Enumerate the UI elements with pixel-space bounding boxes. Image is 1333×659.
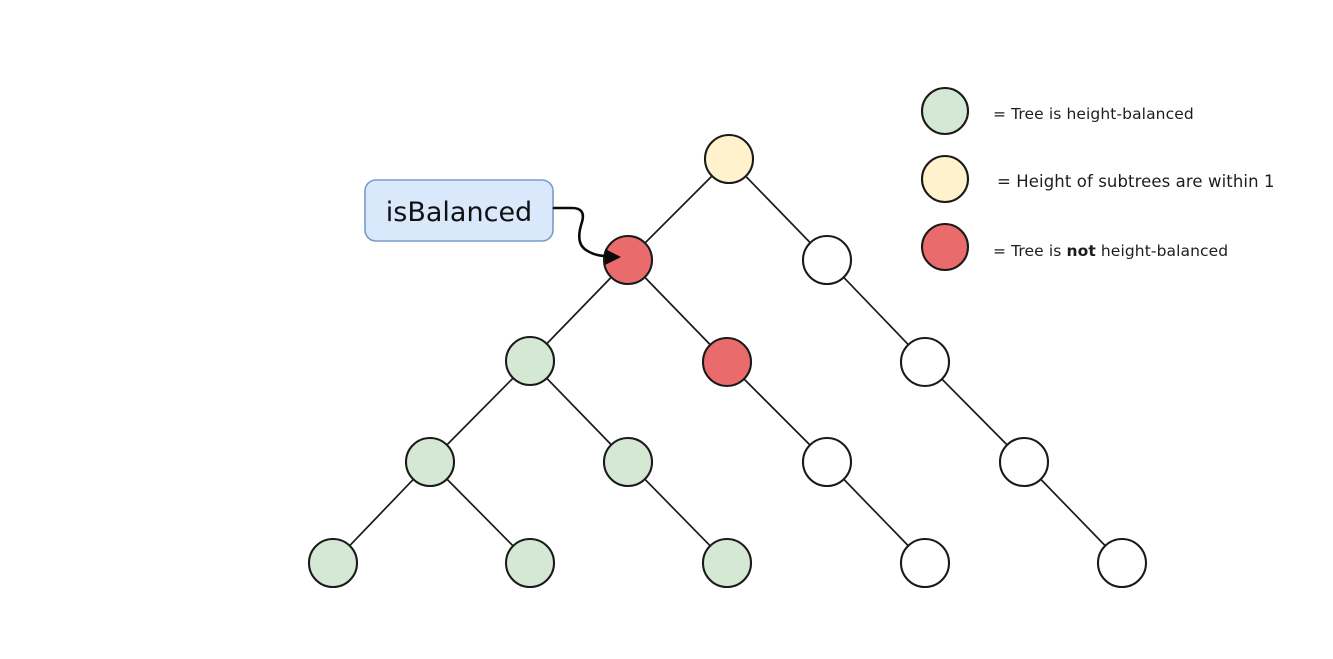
tree-edge-root-to-n-l	[643, 174, 714, 245]
tree-edge-n-ll-to-n-llr	[545, 376, 613, 447]
right-right-node[interactable]	[899, 336, 951, 388]
left-child-node[interactable]	[602, 234, 654, 286]
legend-label-green: = Tree is height-balanced	[993, 105, 1194, 123]
tree-edges-layer	[348, 174, 1107, 548]
isbalanced-callout-label: isBalanced	[386, 197, 532, 228]
left-left-left-node[interactable]	[404, 436, 456, 488]
callout-arrow	[552, 206, 606, 258]
legend-swatch-yellow	[920, 154, 970, 204]
tree-edge-n-l-to-n-lr	[643, 275, 712, 347]
left-left-node[interactable]	[504, 335, 556, 387]
tree-edge-n-lll-to-leaf1	[348, 477, 415, 548]
legend-swatch-green	[920, 86, 970, 136]
leaf-node-2[interactable]	[504, 537, 556, 589]
isbalanced-callout-box[interactable]	[364, 179, 554, 242]
tree-edge-n-lll-to-leaf2	[445, 477, 515, 548]
tree-edge-n-rr-to-n-rrr	[940, 377, 1009, 447]
tree-edge-n-r-to-n-rr	[842, 275, 910, 347]
right-child-node[interactable]	[801, 234, 853, 286]
leaf-node-5[interactable]	[1096, 537, 1148, 589]
legend-label-yellow: = Height of subtrees are within 1	[997, 172, 1275, 191]
tree-edge-n-lrr-to-leaf4	[842, 477, 910, 548]
left-right-right-node[interactable]	[801, 436, 853, 488]
tree-edge-n-ll-to-n-lll	[445, 376, 515, 447]
right-right-right-node[interactable]	[998, 436, 1050, 488]
tree-nodes-layer	[307, 133, 1148, 589]
tree-edge-n-lr-to-n-lrr	[742, 377, 812, 447]
legend-layer: = Tree is height-balanced = Height of sub…	[920, 86, 1275, 272]
legend-swatch-red	[920, 222, 970, 272]
tree-edge-n-l-to-n-ll	[545, 275, 613, 346]
legend-label-red: = Tree is not height-balanced	[993, 242, 1228, 260]
callout-layer: isBalanced	[364, 179, 621, 265]
root-node[interactable]	[703, 133, 755, 185]
tree-edge-n-rrr-to-leaf5	[1039, 477, 1107, 548]
tree-edge-root-to-n-r	[744, 174, 812, 245]
tree-edge-n-llr-to-leaf3	[643, 477, 712, 548]
left-right-node[interactable]	[701, 336, 753, 388]
leaf-node-1[interactable]	[307, 537, 359, 589]
left-left-right-node[interactable]	[602, 436, 654, 488]
leaf-node-3[interactable]	[701, 537, 753, 589]
leaf-node-4[interactable]	[899, 537, 951, 589]
callout-arrow-head-icon	[605, 249, 621, 265]
